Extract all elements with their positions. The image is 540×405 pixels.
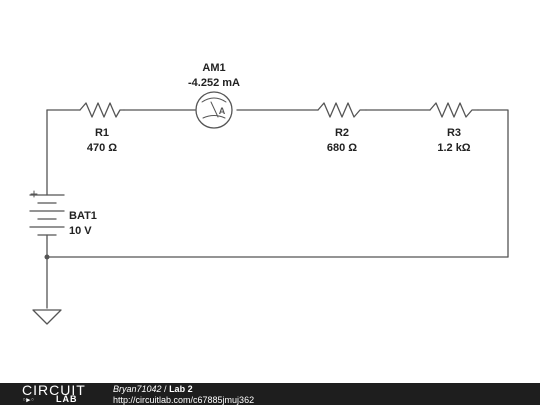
ammeter-symbol [195,91,233,129]
ground-symbol [32,309,62,325]
logo-text: CIRCUIT [22,382,86,398]
footer-bar: CIRCUIT ◦▶◦ LAB Bryan71042 / Lab 2 http:… [0,382,540,405]
ammeter-reading-label: -4.252 mA [188,77,240,89]
r3-value-label: 1.2 kΩ [437,142,470,154]
r1-name-label: R1 [95,127,109,139]
ammeter-letter: A [219,106,226,116]
schematic-diagram: A AM1 -4.252 mA R1 470 Ω R2 680 Ω R3 1.2… [29,62,509,325]
footer-separator: / [161,384,170,394]
ammeter-dial [201,97,227,119]
logo-diode-icon: ◦▶◦ [22,396,35,404]
resistor-r1-symbol [79,102,125,118]
r3-name-label: R3 [447,127,461,139]
logo-lab-text: LAB [56,394,78,404]
r2-name-label: R2 [335,127,349,139]
battery-symbol [29,190,65,239]
r2-value-label: 680 Ω [327,142,357,154]
logo-subline: ◦▶◦ LAB [22,394,94,405]
resistor-r2-symbol [317,102,367,118]
author-link[interactable]: Bryan71042 [113,384,162,394]
battery-name-label: BAT1 [69,210,97,222]
r1-value-label: 470 Ω [87,142,117,154]
wire-bottom [46,237,509,258]
circuit-url-link[interactable]: http://circuitlab.com/c67885jmuj362 [113,395,255,405]
resistor-r3-symbol [429,102,479,118]
ammeter-name-label: AM1 [202,62,225,74]
battery-value-label: 10 V [69,225,92,237]
footer-credits: Bryan71042 / Lab 2 [113,384,193,394]
circuit-title: Lab 2 [169,384,193,394]
junction-dot [44,254,50,260]
wire-r3-right [477,109,509,258]
